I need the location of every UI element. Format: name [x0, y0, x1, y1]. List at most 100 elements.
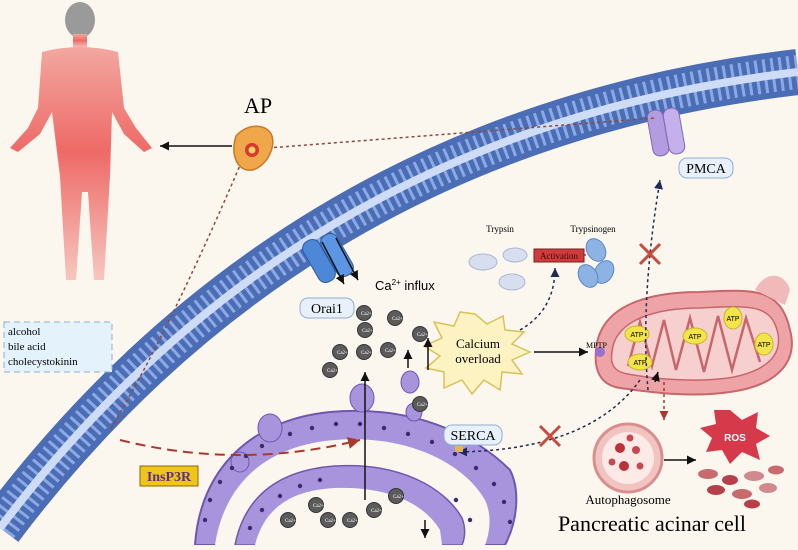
svg-text:ATP: ATP — [726, 316, 739, 323]
calcium-ion-label: Ca2+ — [361, 351, 372, 356]
ribosome-dot — [259, 507, 265, 513]
ribosome-dot — [217, 479, 223, 485]
dashed-atp-to-pmca — [644, 179, 663, 391]
calcium-ion — [356, 305, 372, 321]
trypsinogen-molecules — [577, 238, 615, 288]
calcium-ion-label: Ca2+ — [327, 369, 338, 374]
calcium-ion — [308, 497, 324, 513]
calcium-ion — [356, 344, 372, 360]
calcium-ion-label: Ca2+ — [285, 519, 296, 524]
ribosome-dot — [357, 421, 363, 427]
mptp-label: MPTP — [586, 341, 607, 350]
svg-text:ATP: ATP — [633, 360, 646, 367]
ribosome-dot — [229, 465, 235, 471]
ribosome-dot — [453, 497, 459, 503]
ribosome-dot — [333, 421, 339, 427]
calcium-ion-label: Ca2+ — [337, 351, 348, 356]
ribosome-dot — [429, 439, 435, 445]
calcium-ion — [280, 512, 296, 528]
calcium-ion-label: Ca2+ — [393, 495, 404, 500]
trypsin-label: Trypsin — [486, 224, 514, 234]
orai1-label: Orai1 — [311, 302, 343, 317]
activation-label: Activation — [540, 251, 578, 261]
mptp-pore-icon — [595, 347, 605, 357]
calcium-overload-line1: Calcium — [456, 336, 500, 351]
ribosome-dot — [452, 451, 458, 457]
calcium-overload-burst — [422, 311, 532, 396]
ribosome-dot — [277, 493, 283, 499]
ribosome-dot — [381, 425, 387, 431]
svg-text:ATP: ATP — [630, 332, 643, 339]
autophagosome — [592, 422, 664, 494]
dashed-overload-activation — [519, 267, 560, 331]
ribosome-dot — [501, 499, 507, 505]
ribosome-dot — [202, 517, 208, 523]
ap-label: AP — [244, 93, 272, 118]
orai1-label-box — [299, 297, 355, 319]
ribosome-dot — [259, 443, 265, 449]
calcium-ion — [357, 322, 373, 338]
ca-influx-label: Ca2+ influx — [375, 278, 435, 293]
dashed-ap-to-cell — [109, 155, 245, 431]
ribosome-dot — [473, 465, 479, 471]
ribosome-dot — [507, 519, 513, 525]
trigger-bile-acid: bile acid — [8, 341, 46, 353]
svg-text:ATP: ATP — [688, 334, 701, 341]
insp3r-label-box — [139, 465, 199, 487]
serca-pump-icon — [455, 446, 463, 452]
atp-badge: ATP — [627, 353, 653, 371]
calcium-ion-label: Ca2+ — [417, 403, 428, 408]
pancreas-icon — [233, 125, 274, 171]
calcium-ion — [342, 512, 358, 528]
orai1-channel — [302, 233, 359, 285]
calcium-ion — [380, 342, 396, 358]
atp-badge: ATP — [754, 332, 774, 356]
ribosome-dot — [207, 497, 213, 503]
ribosome-dot — [317, 477, 323, 483]
calcium-ion-label: Ca2+ — [417, 333, 428, 338]
granule-cluster — [698, 465, 784, 509]
calcium-ion-label: Ca2+ — [371, 509, 382, 514]
calcium-ion — [332, 344, 348, 360]
ribosome-dots — [202, 421, 513, 531]
ros-label: ROS — [724, 433, 746, 444]
calcium-ion-label: Ca2+ — [392, 317, 403, 322]
ros-burst-icon: ROS — [700, 410, 770, 464]
ribosome-dot — [405, 431, 411, 437]
calcium-ion-label: Ca2+ — [313, 504, 324, 509]
pmca-label-box — [678, 157, 734, 179]
ribosome-dot — [467, 517, 473, 523]
ribosome-dot — [247, 525, 253, 531]
calcium-ion — [388, 488, 404, 504]
human-body-icon — [10, 2, 152, 280]
triggers-box — [3, 321, 113, 373]
dashed-atp-to-serca — [457, 379, 641, 457]
pmca-label: PMCA — [686, 162, 727, 177]
arrow-mito-in — [651, 371, 660, 383]
ribosome-dot — [287, 431, 293, 437]
trypsin-molecules — [468, 247, 528, 291]
calcium-ion-label: Ca2+ — [325, 519, 336, 524]
ribosome-dot — [297, 483, 303, 489]
atp-badge: ATP — [624, 325, 650, 343]
insp3r-label: InsP3R — [147, 470, 192, 485]
calcium-ion-label: Ca2+ — [385, 349, 396, 354]
dashed-ap-to-pmca — [267, 117, 656, 149]
calcium-ion-label: Ca2+ — [347, 519, 358, 524]
ribosome-dot — [491, 481, 497, 487]
dashed-insp3r-pathway — [119, 437, 361, 456]
ribosome-dot — [309, 425, 315, 431]
calcium-ions: Ca2+ Ca2+ Ca2+ Ca2+ Ca2+ Ca2+ Ca2+ Ca2+ Ca2+ Ca2+… — [280, 305, 428, 528]
svg-text:ATP: ATP — [757, 342, 770, 349]
pmca-channel — [646, 107, 686, 157]
calcium-ion — [412, 326, 428, 342]
membrane-core — [0, 68, 798, 531]
cell-title: Pancreatic acinar cell — [558, 511, 746, 536]
calcium-ion — [366, 502, 382, 518]
atp-badge: ATP — [723, 306, 743, 330]
trigger-alcohol: alcohol — [8, 326, 40, 338]
block-x-icon — [638, 242, 662, 266]
block-x-icon — [538, 424, 562, 448]
